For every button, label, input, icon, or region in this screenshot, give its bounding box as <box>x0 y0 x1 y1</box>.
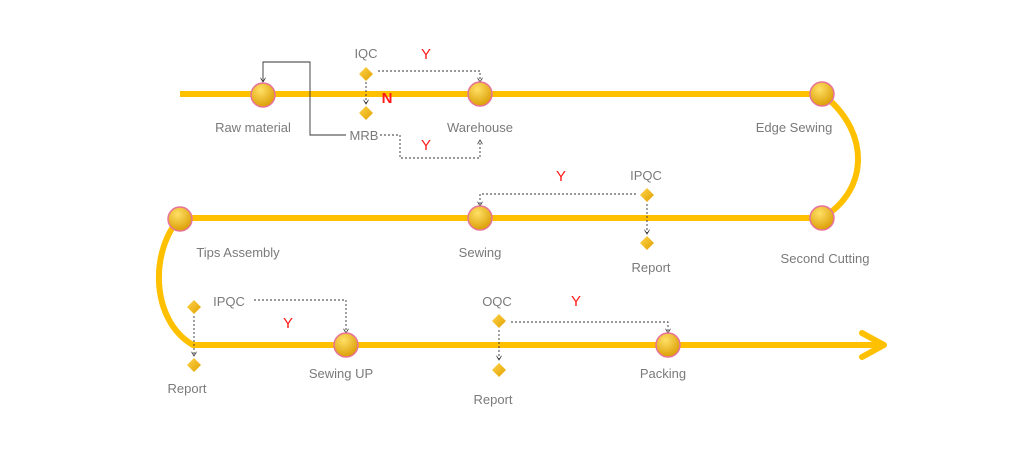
oqc-label: OQC <box>482 294 512 309</box>
report-row2-label: Report <box>631 260 670 275</box>
sewing-node <box>467 205 493 231</box>
report-row3-left-diamond <box>187 358 201 372</box>
iqc-diamond <box>359 67 373 81</box>
raw-material-node <box>250 82 276 108</box>
sewing-label: Sewing <box>459 245 502 260</box>
iqc-no-flag: N <box>382 90 393 107</box>
report-row3-right-diamond <box>492 363 506 377</box>
ipqc-row2-diamond <box>640 188 654 202</box>
iqc-to-warehouse-connector <box>378 70 480 82</box>
mrb-to-raw-material-connector <box>263 61 346 136</box>
mrb-yes-flag: Y <box>421 137 431 154</box>
tips-assembly-node <box>167 206 193 232</box>
ipqc-row2-label: IPQC <box>630 168 662 183</box>
packing-label: Packing <box>640 366 686 381</box>
mrb-label: MRB <box>350 128 379 143</box>
tips-assembly-label: Tips Assembly <box>196 245 280 260</box>
iqc-label: IQC <box>354 46 377 61</box>
warehouse-node <box>467 81 493 107</box>
oqc-yes-flag: Y <box>571 293 581 310</box>
sewing-up-node <box>333 332 359 358</box>
iqc-yes-flag: Y <box>421 46 431 63</box>
mrb-to-warehouse-connector <box>380 134 480 159</box>
ipqc-row3-diamond <box>187 300 201 314</box>
ipqc-row2-to-sewing-connector <box>480 193 636 206</box>
report-row3-left-label: Report <box>167 381 206 396</box>
sewing-up-label: Sewing UP <box>309 366 373 381</box>
mrb-diamond <box>359 106 373 120</box>
ipqc-row3-label: IPQC <box>213 294 245 309</box>
ipqc-row2-yes-flag: Y <box>556 168 566 185</box>
warehouse-label: Warehouse <box>447 120 513 135</box>
edge-sewing-label: Edge Sewing <box>756 120 833 135</box>
edge-sewing-node <box>809 81 835 107</box>
ipqc-row3-yes-flag: Y <box>283 315 293 332</box>
raw-material-label: Raw material <box>215 120 291 135</box>
ipqc-row3-to-sewing-up-connector <box>254 299 346 333</box>
oqc-to-packing-connector <box>511 321 668 333</box>
second-cutting-label: Second Cutting <box>781 251 870 266</box>
report-row3-right-label: Report <box>473 392 512 407</box>
report-row2-diamond <box>640 236 654 250</box>
packing-node <box>655 332 681 358</box>
second-cutting-node <box>809 205 835 231</box>
track-arrowhead <box>859 330 887 360</box>
oqc-diamond <box>492 314 506 328</box>
